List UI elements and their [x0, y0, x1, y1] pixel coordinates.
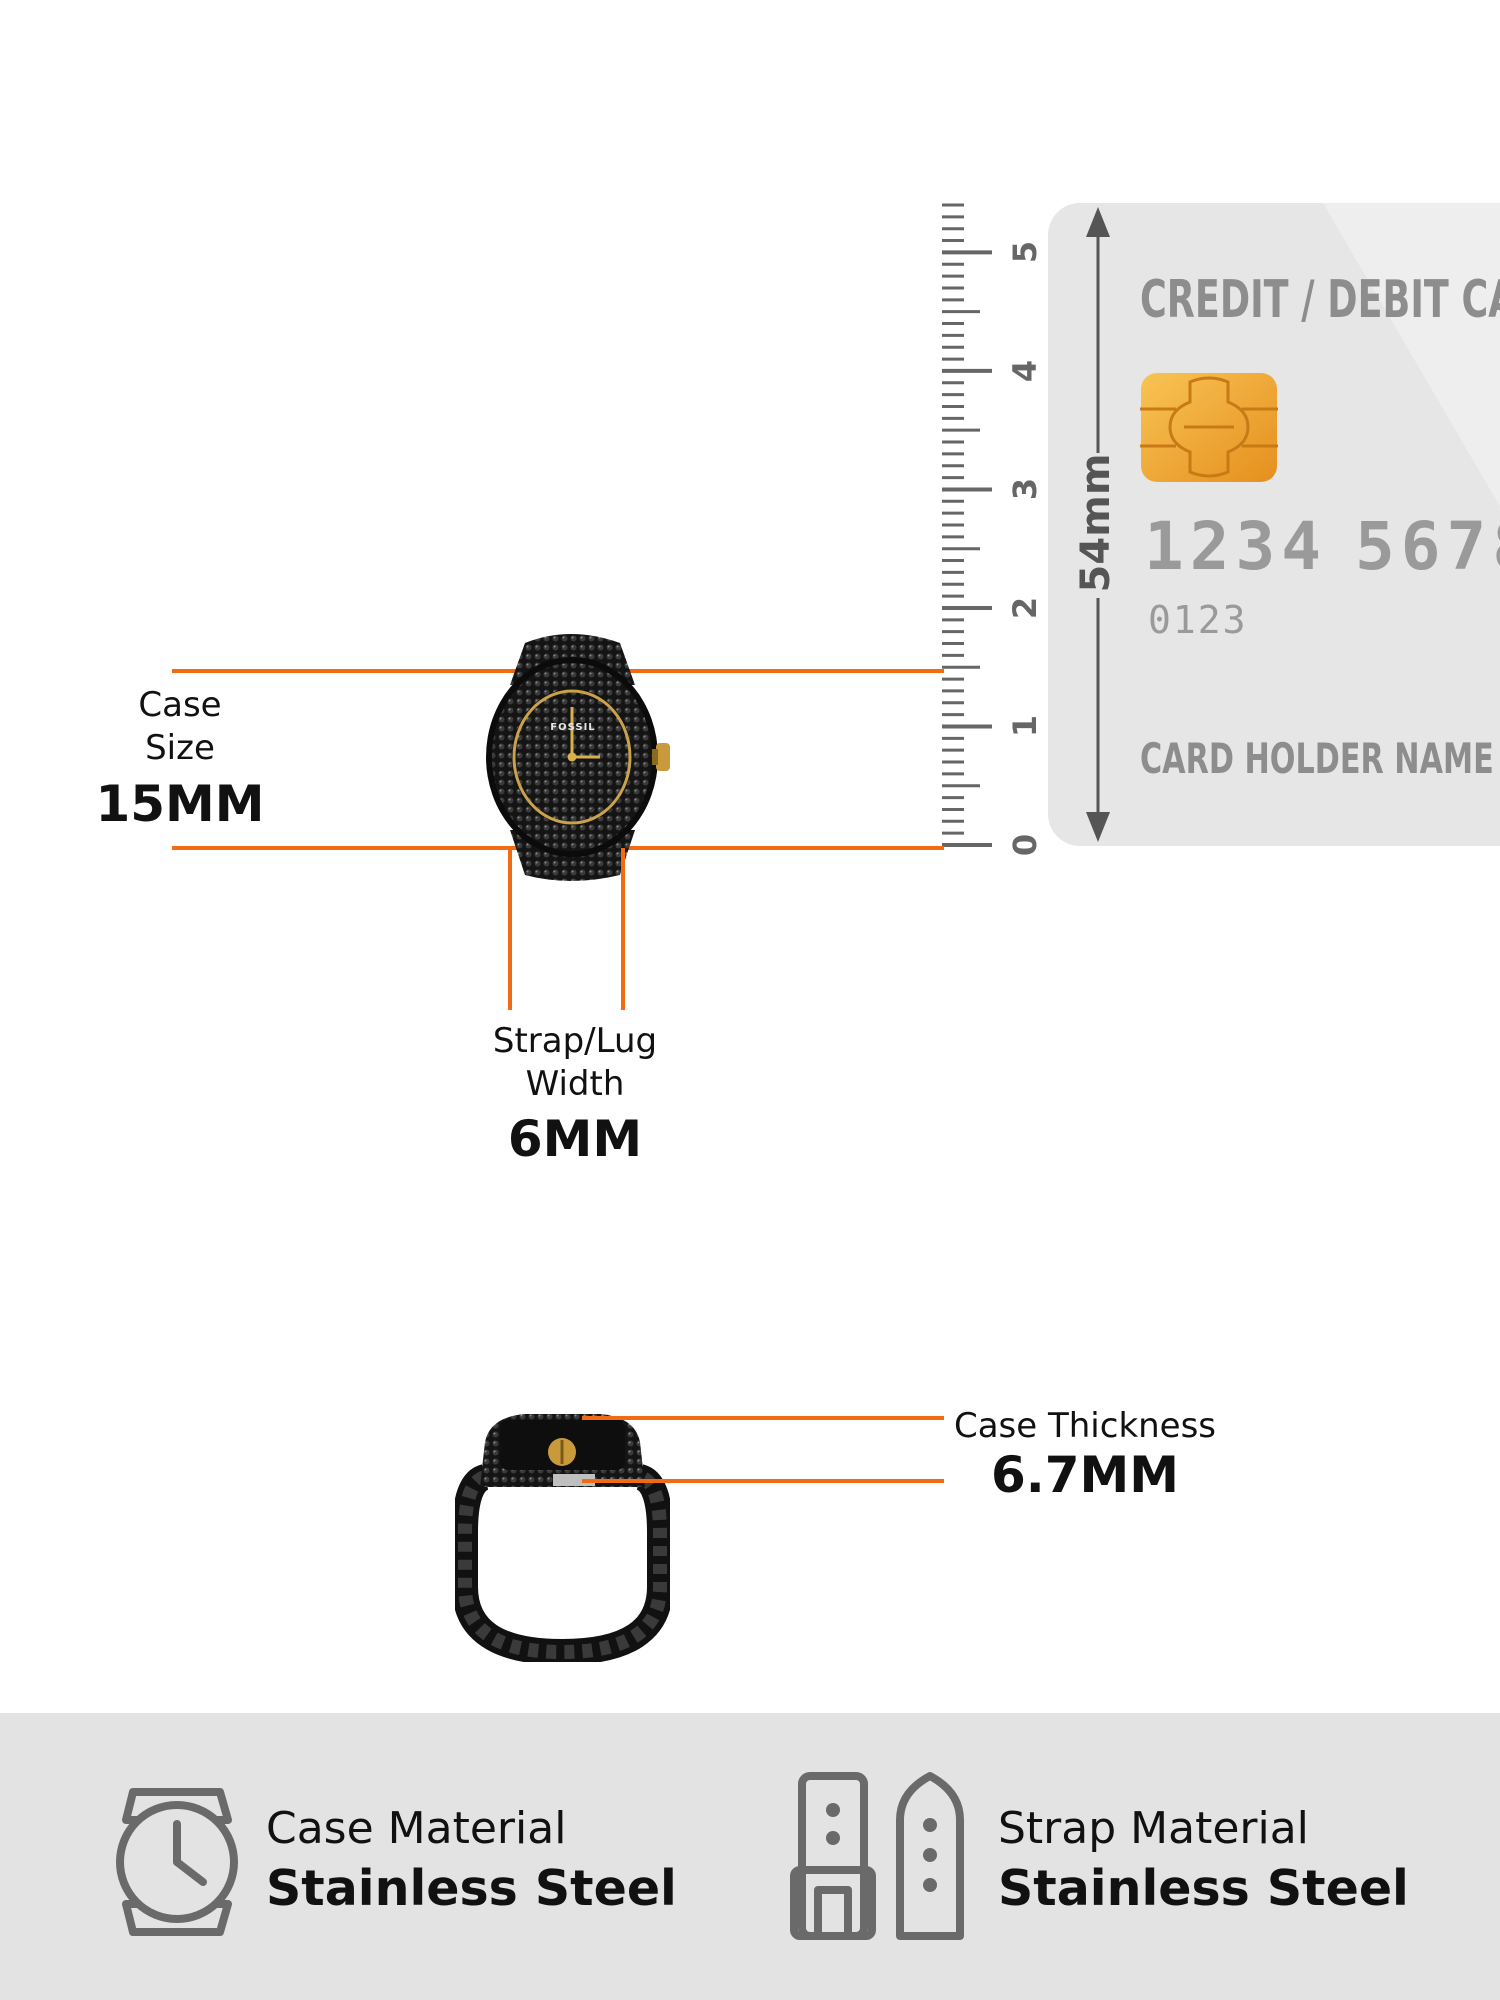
card-number-group-2: 5678	[1355, 508, 1500, 585]
strap-width-left-line	[508, 848, 512, 1010]
card-number-group-1: 1234	[1144, 508, 1327, 585]
case-size-label-line1: Case	[138, 685, 222, 725]
card-chip-icon	[1140, 373, 1278, 482]
ruler-tick-label: 5	[1006, 241, 1044, 264]
card-small-number: 0123	[1148, 598, 1248, 642]
case-thickness-value: 6.7MM	[990, 1446, 1180, 1504]
case-size-label-line2: Size	[145, 728, 215, 768]
ruler-tick-label: 4	[1006, 359, 1044, 383]
credit-card	[1048, 203, 1500, 846]
case-size-value: 15MM	[95, 775, 265, 833]
ruler-tick-label: 1	[1006, 715, 1044, 738]
strap-width-right-line	[621, 848, 625, 1010]
case-material-value: Stainless Steel	[266, 1860, 677, 1917]
strap-width-label-line2: Width	[525, 1064, 625, 1104]
strap-material-title: Strap Material	[998, 1803, 1309, 1854]
ring-watch-front	[486, 634, 670, 881]
ruler-tick-label: 3	[1006, 478, 1044, 501]
strap-icon	[790, 1772, 964, 1940]
card-height-label: 54mm	[1073, 453, 1119, 593]
thickness-top-line	[582, 1416, 944, 1420]
thickness-bottom-line	[582, 1479, 944, 1483]
watch-brand-logo: FOSSIL	[550, 722, 596, 733]
strap-width-label-line1: Strap/Lug	[492, 1021, 658, 1061]
strap-width-value: 6MM	[507, 1110, 643, 1168]
ruler	[942, 203, 992, 847]
watch-case-icon	[116, 1788, 238, 1936]
card-title: CREDIT / DEBIT CARD	[1140, 270, 1500, 330]
materials-footer	[0, 1713, 1500, 2000]
case-thickness-label: Case Thickness	[953, 1406, 1217, 1446]
card-sheen	[1323, 203, 1500, 507]
ruler-tick-label: 2	[1006, 596, 1044, 620]
case-material-title: Case Material	[266, 1803, 567, 1854]
ruler-tick-label: 0	[1006, 833, 1044, 857]
ring-watch-side	[455, 1414, 670, 1662]
card-height-arrow	[1086, 207, 1110, 842]
card-holder-name: CARD HOLDER NAME	[1140, 734, 1494, 783]
strap-material-value: Stainless Steel	[998, 1860, 1409, 1917]
